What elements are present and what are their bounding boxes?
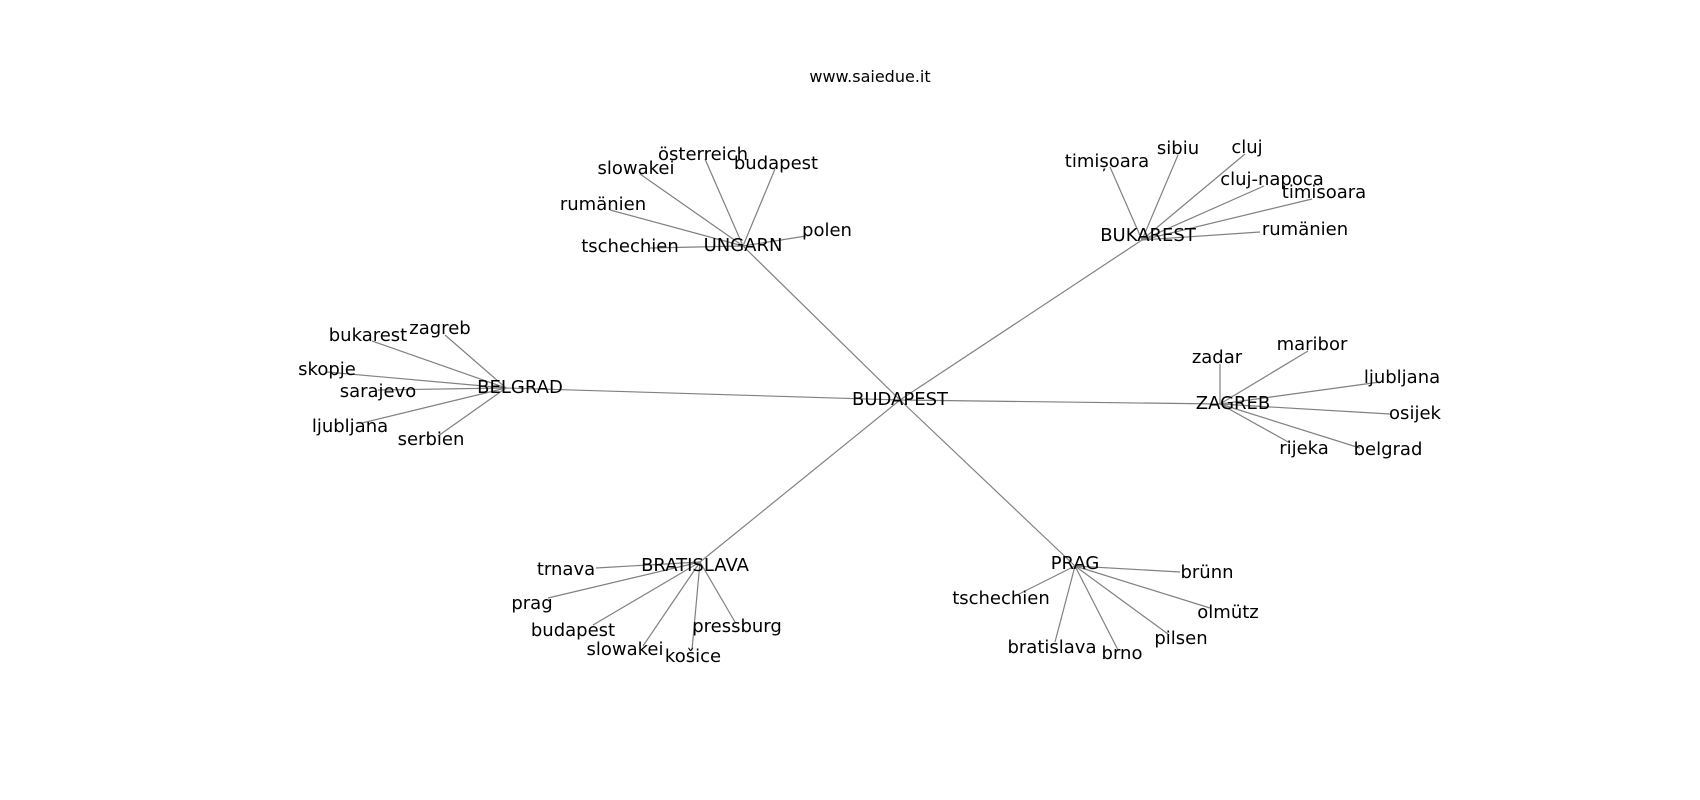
edge-prag-leaf	[1074, 565, 1119, 651]
edge-budapest-belgrad	[505, 387, 901, 401]
edge-bukarest-leaf	[1141, 154, 1179, 241]
edge-ungarn-leaf	[742, 168, 776, 247]
leaf-node-label: polen	[802, 220, 852, 241]
edge-budapest-ungarn	[742, 245, 901, 401]
leaf-node-label: zadar	[1192, 347, 1243, 368]
edge-belgrad-leaf	[444, 334, 507, 389]
leaf-node-label: timisoara	[1282, 182, 1366, 203]
leaf-node-label: pilsen	[1154, 628, 1207, 649]
edge-bukarest-leaf	[1141, 185, 1265, 241]
leaf-node-label: trnava	[537, 559, 595, 580]
edge-bratislava-leaf	[592, 561, 701, 626]
hub-node-label-prag: PRAG	[1051, 553, 1100, 574]
edge-budapest-bukarest	[899, 239, 1143, 401]
edge-bratislava-leaf	[547, 561, 701, 599]
edge-ungarn-leaf	[704, 158, 744, 247]
edge-belgrad-leaf	[361, 387, 507, 424]
leaf-node-label: košice	[665, 646, 721, 667]
edge-ungarn-leaf	[649, 245, 744, 249]
leaf-node-label: olmütz	[1197, 602, 1258, 623]
edge-prag-leaf	[1054, 565, 1076, 643]
leaf-node-label: ljubljana	[1364, 367, 1440, 388]
hub-node-label-zagreb: ZAGREB	[1196, 393, 1271, 414]
edge-prag-leaf	[1074, 565, 1181, 573]
leaf-node-label: tschechien	[581, 236, 679, 257]
hub-node-label-belgrad: BELGRAD	[477, 377, 563, 398]
leaf-node-label: cluj-napoca	[1220, 169, 1324, 190]
leaf-node-label: rijeka	[1279, 438, 1329, 459]
leaf-node-label: budapest	[734, 153, 818, 174]
edge-bukarest-leaf	[1141, 198, 1313, 241]
leaf-node-label: brünn	[1180, 562, 1233, 583]
edge-bratislava-leaf	[691, 561, 701, 651]
edge-bukarest-leaf	[1109, 166, 1143, 241]
edge-zagreb-leaf	[1219, 381, 1381, 405]
leaf-node-label: prag	[511, 593, 552, 614]
edge-belgrad-leaf	[371, 340, 507, 389]
leaf-node-label: tschechien	[952, 588, 1050, 609]
leaf-node-label: pressburg	[692, 616, 782, 637]
leaf-node-label: budapest	[531, 620, 615, 641]
leaf-node-label: sibiu	[1157, 138, 1199, 159]
edge-bukarest-leaf	[1141, 231, 1261, 241]
leaf-node-label: slowakei	[597, 158, 674, 179]
edge-bratislava-leaf	[595, 561, 701, 569]
leaf-node-label: rumänien	[560, 194, 646, 215]
edge-zagreb-leaf	[1219, 403, 1391, 415]
leaf-node-label: skopje	[298, 359, 356, 380]
leaf-node-label: zagreb	[409, 318, 470, 339]
edge-zagreb-leaf	[1219, 350, 1309, 405]
leaf-node-label: ljubljana	[312, 416, 388, 437]
leaf-node-label: brno	[1102, 643, 1143, 664]
leaf-node-label: maribor	[1277, 334, 1348, 355]
center-node-label: BUDAPEST	[852, 389, 949, 410]
edge-zagreb-leaf	[1219, 403, 1291, 444]
leaf-node-label: belgrad	[1354, 439, 1423, 460]
hub-node-label-bratislava: BRATISLAVA	[641, 555, 750, 576]
edge-prag-leaf	[1074, 565, 1169, 635]
edges-layer	[326, 153, 1391, 651]
edge-bratislava-leaf	[699, 561, 736, 623]
edge-prag-leaf	[1074, 565, 1211, 609]
edge-bukarest-leaf	[1141, 153, 1246, 241]
edge-belgrad-leaf	[326, 371, 507, 389]
edge-ungarn-leaf	[609, 209, 744, 247]
diagram-title: www.saiedue.it	[809, 67, 930, 86]
edge-ungarn-leaf	[742, 235, 807, 247]
leaf-node-label: serbien	[398, 429, 465, 450]
leaf-node-label: osijek	[1389, 403, 1441, 424]
leaf-node-label: sarajevo	[340, 381, 417, 402]
hub-node-label-bukarest: BUKAREST	[1100, 225, 1197, 246]
leaf-node-label: timișoara	[1065, 151, 1149, 172]
leaf-node-label: rumänien	[1262, 219, 1348, 240]
edge-ungarn-leaf	[639, 173, 744, 247]
edge-budapest-zagreb	[899, 399, 1221, 405]
leaf-node-label: cluj	[1231, 137, 1262, 158]
edge-zagreb-leaf	[1219, 403, 1361, 449]
edge-belgrad-leaf	[437, 387, 507, 437]
leaf-node-label: österreich	[658, 144, 748, 165]
hub-node-label-ungarn: UNGARN	[704, 235, 783, 256]
edge-prag-leaf	[1014, 565, 1076, 597]
edge-budapest-prag	[899, 399, 1076, 567]
leaf-node-label: bukarest	[329, 325, 408, 346]
leaf-node-label: slowakei	[586, 639, 663, 660]
edge-budapest-bratislava	[699, 399, 901, 563]
leaf-node-label: bratislava	[1007, 637, 1096, 658]
edge-belgrad-leaf	[377, 387, 507, 391]
edge-bratislava-leaf	[642, 561, 701, 647]
